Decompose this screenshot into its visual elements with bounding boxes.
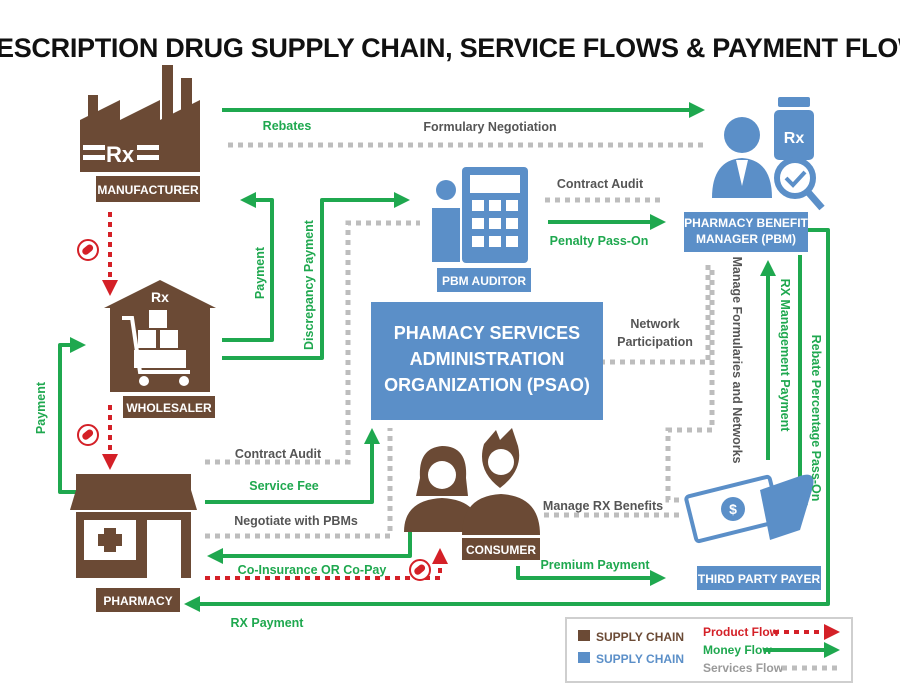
wholesaler-node[interactable]: Rx WHOLESALER xyxy=(104,280,216,418)
legend-services-flow: Services Flow xyxy=(703,661,784,675)
psao-line2: ADMINISTRATION xyxy=(410,349,565,369)
wholesaler-label-box xyxy=(123,396,215,418)
pbm-auditor-label: PBM AUDITOR xyxy=(442,274,526,288)
third-party-payer-label: THIRD PARTY PAYER xyxy=(698,572,821,586)
factory-icon: Rx xyxy=(80,65,200,172)
pbm-label-box xyxy=(684,212,808,252)
manufacturer-node[interactable]: Rx MANUFACTURER xyxy=(80,65,200,202)
psao-node[interactable]: PHAMACY SERVICES ADMINISTRATION ORGANIZA… xyxy=(371,302,603,420)
pharmacy-node[interactable]: PHARMACY xyxy=(70,474,197,612)
page-title: PRESCRIPTION DRUG SUPPLY CHAIN, SERVICE … xyxy=(0,33,900,63)
network-participation-line xyxy=(600,265,711,365)
rx-symbol: Rx xyxy=(784,130,805,147)
pbm-manager-icon: Rx xyxy=(712,97,825,211)
rx-symbol: Rx xyxy=(106,142,135,167)
third-party-payer-label-box xyxy=(697,566,821,590)
consumer-label-box xyxy=(462,538,540,560)
rx-management-payment-label: RX Management Payment xyxy=(778,279,792,433)
legend-blue-swatch xyxy=(578,652,590,663)
pbm-label-line1: PHARMACY BENEFIT xyxy=(684,216,808,230)
co-insurance-line xyxy=(207,530,412,564)
premium-payment-line xyxy=(516,566,666,586)
manufacturer-label-box xyxy=(96,176,200,202)
service-fee-line xyxy=(205,428,380,504)
pill-icon xyxy=(77,239,99,261)
pharmacy-payment-label: Payment xyxy=(34,381,48,434)
pharmacy-payment-line xyxy=(58,337,105,494)
consumer-label: CONSUMER xyxy=(466,543,536,557)
psao-line3: ORGANIZATION (PSAO) xyxy=(384,375,590,395)
psao-line1: PHAMACY SERVICES xyxy=(394,323,580,343)
network-participation-label-1: Network xyxy=(630,317,679,331)
manage-formularies-label: Manage Formularies and Networks xyxy=(730,256,744,463)
warehouse-icon: Rx xyxy=(104,280,216,392)
consumer-product-line xyxy=(205,548,448,580)
rx-payment-label: RX Payment xyxy=(231,616,305,630)
consumers-icon xyxy=(404,428,540,535)
pbm-auditor-node[interactable]: PBM AUDITOR xyxy=(432,167,531,292)
service-fee-label: Service Fee xyxy=(249,479,319,493)
money-flows xyxy=(58,102,830,612)
pbm-label-line2: MANAGER (PBM) xyxy=(696,232,796,246)
contract-audit-bottom-label: Contract Audit xyxy=(235,447,322,461)
contract-audit-top-label: Contract Audit xyxy=(557,177,644,191)
rx-payment-line xyxy=(184,228,830,612)
pill-icon xyxy=(409,559,431,581)
legend-supply-chain-blue: SUPPLY CHAIN xyxy=(596,652,684,666)
consumer-node[interactable]: CONSUMER xyxy=(404,428,540,560)
premium-payment-label: Premium Payment xyxy=(540,558,650,572)
rebates-label: Rebates xyxy=(263,119,312,133)
penalty-pass-on-label: Penalty Pass-On xyxy=(550,234,649,248)
discrepancy-payment-line xyxy=(222,192,410,360)
pbm-auditor-label-box xyxy=(437,268,531,292)
dollar-symbol: $ xyxy=(729,501,737,517)
negotiate-with-pbms-label: Negotiate with PBMs xyxy=(234,514,358,528)
wholesaler-payment-label: Payment xyxy=(253,246,267,299)
negotiate-with-pbms-line xyxy=(205,428,393,539)
pill-icon xyxy=(77,424,99,446)
auditor-calculator-icon xyxy=(432,167,528,263)
discrepancy-payment-label: Discrepancy Payment xyxy=(302,219,316,350)
wholesaler-payment-line xyxy=(222,192,274,342)
network-participation-label-2: Participation xyxy=(617,335,693,349)
pharmacy-store-icon xyxy=(70,474,197,578)
product-flows xyxy=(102,212,448,580)
legend-money-flow: Money Flow xyxy=(703,643,772,657)
manufacturer-label: MANUFACTURER xyxy=(97,183,199,197)
formulary-negotiation-label: Formulary Negotiation xyxy=(423,120,556,134)
legend-brown-swatch xyxy=(578,630,590,641)
wholesaler-label: WHOLESALER xyxy=(126,401,212,415)
psao-box xyxy=(371,302,603,420)
pbm-node[interactable]: Rx PHARMACY BENEFIT MANAGER (PBM) xyxy=(684,97,825,252)
legend: SUPPLY CHAIN SUPPLY CHAIN Product Flow M… xyxy=(565,617,853,683)
co-insurance-label: Co-Insurance OR Co-Pay xyxy=(238,563,387,577)
service-flows xyxy=(205,142,715,539)
contract-audit-bottom-line xyxy=(205,220,420,465)
manage-formularies-line xyxy=(665,270,715,503)
rx-symbol: Rx xyxy=(151,289,169,305)
legend-product-flow: Product Flow xyxy=(703,625,780,639)
legend-supply-chain-brown: SUPPLY CHAIN xyxy=(596,630,684,644)
rebate-percentage-label: Rebate Percentage Pass-On xyxy=(809,335,823,502)
pharmacy-label: PHARMACY xyxy=(103,594,172,608)
pharmacy-label-box xyxy=(96,588,180,612)
manage-rx-benefits-label: Manage RX Benefits xyxy=(543,499,663,513)
third-party-payer-node[interactable]: $ THIRD PARTY PAYER xyxy=(684,474,821,590)
money-hand-icon: $ xyxy=(684,474,814,544)
